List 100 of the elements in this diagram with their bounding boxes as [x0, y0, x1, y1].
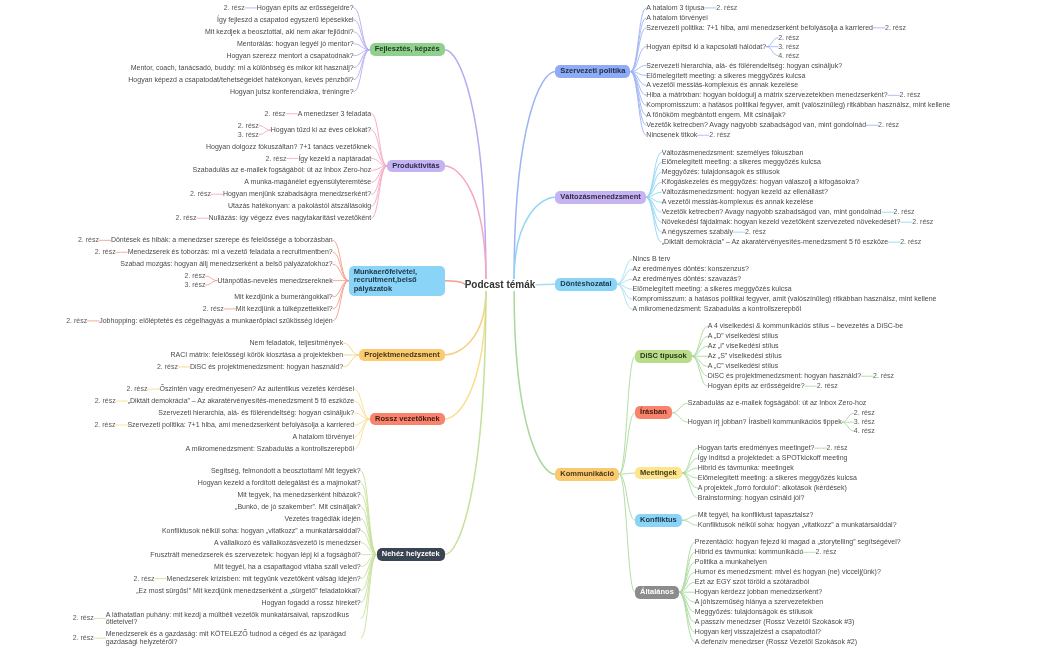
branch-line	[353, 400, 371, 420]
branch-line	[115, 400, 129, 402]
branch-line	[370, 129, 388, 167]
branch-line	[872, 27, 886, 29]
branch-line	[696, 134, 710, 136]
branch-line	[804, 385, 818, 387]
branch-line	[353, 49, 371, 93]
branch-line	[681, 472, 699, 499]
branch-line	[732, 231, 746, 233]
branch-line	[534, 283, 557, 286]
branch-line	[86, 320, 100, 322]
branch-line	[860, 375, 874, 377]
branch-line	[618, 473, 636, 593]
branch-line	[616, 268, 633, 285]
branch-line	[671, 402, 689, 414]
branch-line	[678, 591, 696, 613]
branch-line	[645, 181, 663, 198]
branch-line	[223, 308, 237, 310]
branch-line	[98, 239, 112, 241]
branch-line	[629, 71, 647, 136]
branch-line	[177, 366, 191, 368]
branch-line	[681, 514, 699, 521]
branch-line	[691, 355, 709, 377]
branch-line	[691, 345, 709, 357]
branch-line	[616, 278, 633, 285]
branch-line	[678, 551, 696, 593]
branch-line	[618, 412, 636, 475]
branch-line	[765, 46, 779, 48]
branch-line	[147, 388, 160, 390]
branch-line	[887, 241, 901, 243]
branch-line	[443, 290, 487, 556]
branch-line	[342, 354, 360, 368]
branch-line	[353, 418, 371, 450]
branch-line	[114, 424, 128, 426]
branch-line	[115, 251, 129, 253]
branch-line	[332, 239, 350, 282]
branch-line	[205, 275, 218, 282]
branch-line	[691, 335, 709, 357]
branch-line	[703, 7, 717, 9]
branch-line	[618, 472, 636, 475]
branch-line	[360, 542, 378, 556]
branch-line	[443, 279, 466, 286]
branch-line	[285, 158, 299, 159]
branch-line	[645, 161, 663, 198]
branch-line	[353, 31, 371, 51]
branch-line	[841, 421, 855, 432]
branch-line	[765, 46, 779, 56]
branch-line	[678, 571, 696, 593]
branch-line	[360, 554, 378, 619]
branch-line	[645, 151, 663, 198]
branch-line	[332, 280, 350, 322]
branch-line	[513, 290, 557, 475]
branch-line	[342, 354, 360, 356]
branch-line	[370, 165, 388, 195]
branch-line	[691, 355, 709, 387]
branch-line	[205, 280, 218, 286]
branch-line	[210, 193, 224, 195]
branch-line	[360, 554, 378, 639]
branch-line	[196, 217, 209, 219]
branch-line	[353, 388, 371, 420]
branch-line	[370, 146, 388, 167]
branch-line	[618, 355, 636, 475]
branch-line	[629, 46, 647, 73]
branch-line	[370, 165, 388, 219]
branch-line	[899, 221, 913, 223]
branch-line	[629, 27, 647, 73]
branch-line	[370, 165, 388, 207]
branch-line	[342, 342, 360, 356]
branch-line	[370, 158, 388, 167]
branch-line	[881, 211, 894, 213]
branch-line	[616, 283, 633, 310]
branch-line	[332, 263, 350, 282]
branch-line	[802, 551, 816, 553]
branch-line	[244, 7, 258, 9]
branch-line	[154, 578, 168, 580]
branch-line	[681, 519, 699, 526]
branch-line	[258, 125, 272, 131]
branch-line	[616, 283, 633, 300]
branch-line	[258, 129, 272, 135]
branch-line	[93, 637, 107, 639]
branch-line	[332, 280, 350, 282]
branch-line	[353, 412, 371, 420]
branch-line	[765, 37, 779, 48]
branch-line	[353, 7, 371, 51]
branch-line	[681, 447, 699, 474]
branch-line	[678, 591, 696, 643]
central-topic: Podcast témák	[464, 279, 536, 291]
branch-line	[865, 124, 879, 126]
branch-line	[678, 561, 696, 593]
branch-line	[285, 113, 299, 115]
branch-line	[645, 191, 663, 198]
branch-line	[841, 412, 855, 423]
branch-line	[887, 94, 901, 96]
branch-line	[691, 325, 709, 357]
branch-line	[93, 617, 107, 619]
branch-line	[616, 258, 633, 285]
branch-line	[645, 196, 663, 213]
branch-line	[681, 467, 699, 474]
branch-line	[360, 554, 378, 603]
branch-line	[678, 581, 696, 593]
